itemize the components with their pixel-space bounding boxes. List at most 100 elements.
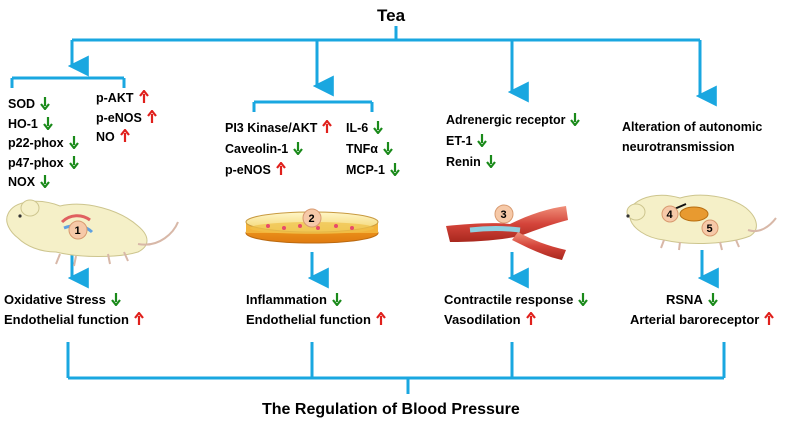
list-item-label: p-eNOS: [225, 163, 271, 177]
up-arrow-icon: [764, 311, 775, 325]
up-arrow-icon: [322, 119, 333, 133]
up-arrow-icon: [119, 128, 130, 142]
list-item: TNFα: [346, 140, 400, 161]
list-item: IL-6: [346, 119, 400, 140]
down-arrow-icon: [383, 142, 393, 156]
list-item: Caveolin-1: [225, 140, 332, 161]
col2-left-list: PI3 Kinase/AKT Caveolin-1 p-eNOS: [225, 119, 333, 182]
down-arrow-icon: [578, 293, 589, 307]
list-item: Renin: [446, 153, 580, 174]
down-arrow-icon: [68, 136, 79, 150]
list-item-label: RSNA: [666, 292, 703, 307]
list-item: p-eNOS: [225, 161, 332, 182]
list-item-label: Caveolin-1: [225, 142, 289, 156]
list-item-label: p-AKT: [96, 91, 134, 105]
bracket-col1: [10, 76, 126, 88]
list-item: ET-1: [446, 132, 580, 153]
list-item-label: PI3 Kinase/AKT: [225, 121, 318, 135]
up-arrow-icon: [134, 311, 144, 325]
up-arrow-icon: [376, 311, 386, 325]
list-item-label: Contractile response: [444, 292, 574, 307]
mouse-illustration-2: 4 5: [626, 194, 777, 251]
bracket-col2: [252, 100, 374, 112]
mouse-illustration-1: 1: [6, 199, 179, 267]
list-item: HO-1: [8, 115, 79, 135]
list-item-label: NOX: [8, 175, 36, 189]
list-item-label: Arterial baroreceptor: [630, 312, 760, 327]
bottom-connectors: [66, 342, 726, 394]
down-arrow-icon: [332, 293, 342, 307]
list-item: p-eNOS: [96, 108, 157, 129]
list-item-label: Vasodilation: [444, 312, 521, 327]
col4-line2: neurotransmission: [622, 140, 735, 154]
list-item-label: p47-phox: [8, 155, 64, 170]
list-item-label: Oxidative Stress: [4, 292, 106, 307]
list-item: p22-phox: [8, 134, 79, 154]
list-item: Oxidative Stress: [4, 291, 144, 311]
list-item: p47-phox: [8, 154, 79, 174]
list-item: SOD: [8, 95, 79, 115]
list-item: Vasodilation: [444, 311, 588, 331]
down-arrow-icon: [40, 175, 50, 189]
list-item: NO: [96, 128, 157, 148]
list-item-label: Endothelial function: [246, 312, 371, 327]
down-arrow-icon: [477, 134, 488, 148]
diagram-title: Tea: [377, 6, 406, 25]
list-item: Arterial baroreceptor: [630, 311, 775, 331]
marker-3: 3: [501, 209, 507, 221]
up-arrow-icon: [275, 161, 286, 175]
down-arrow-icon: [390, 163, 400, 177]
list-item: RSNA: [630, 291, 774, 311]
down-arrow-icon: [570, 113, 581, 127]
down-arrow-icon: [68, 155, 79, 170]
down-arrow-icon: [111, 293, 121, 307]
down-arrow-icon: [373, 121, 384, 135]
list-item-label: MCP-1: [346, 163, 385, 177]
down-arrow-icon: [293, 142, 304, 156]
down-arrow-icon: [40, 97, 50, 111]
list-item-label: HO-1: [8, 116, 38, 131]
list-item: PI3 Kinase/AKT: [225, 119, 333, 140]
top-connectors: [67, 26, 717, 107]
list-item: Contractile response: [444, 291, 589, 311]
list-item-label: IL-6: [346, 121, 369, 135]
up-arrow-icon: [525, 311, 536, 325]
down-arrow-icon: [43, 116, 53, 131]
marker-4: 4: [667, 209, 674, 221]
marker-5: 5: [707, 223, 713, 235]
col4-outcomes: RSNA Arterial baroreceptor: [630, 291, 775, 331]
col4-line1: Alteration of autonomic: [622, 120, 763, 134]
list-item-label: Endothelial function: [4, 312, 129, 327]
list-item-label: p-eNOS: [96, 110, 142, 125]
up-arrow-icon: [146, 108, 157, 123]
mid-arrows: [67, 246, 719, 289]
footer-title: The Regulation of Blood Pressure: [262, 401, 520, 418]
list-item-label: TNFα: [346, 142, 378, 156]
list-item-label: SOD: [8, 97, 36, 111]
list-item-label: NO: [96, 130, 115, 144]
list-item-label: Adrenergic receptor: [446, 113, 566, 127]
down-arrow-icon: [707, 293, 718, 307]
blood-vessel-illustration: 3: [446, 204, 568, 260]
list-item: Endothelial function: [246, 311, 386, 331]
list-item-label: Renin: [446, 155, 481, 169]
petri-dish-illustration: 2: [245, 208, 379, 244]
down-arrow-icon: [485, 155, 496, 169]
marker-2: 2: [309, 213, 315, 225]
marker-1: 1: [75, 225, 81, 237]
list-item-label: ET-1: [446, 134, 473, 148]
list-item-label: p22-phox: [8, 136, 64, 150]
col1-right-list: p-AKT p-eNOS NO: [96, 89, 157, 148]
list-item-label: Inflammation: [246, 292, 327, 307]
list-item: MCP-1: [346, 161, 400, 182]
list-item: Inflammation: [246, 291, 386, 311]
list-item: Adrenergic receptor: [446, 111, 581, 132]
up-arrow-icon: [138, 89, 149, 103]
list-item: p-AKT: [96, 89, 157, 109]
